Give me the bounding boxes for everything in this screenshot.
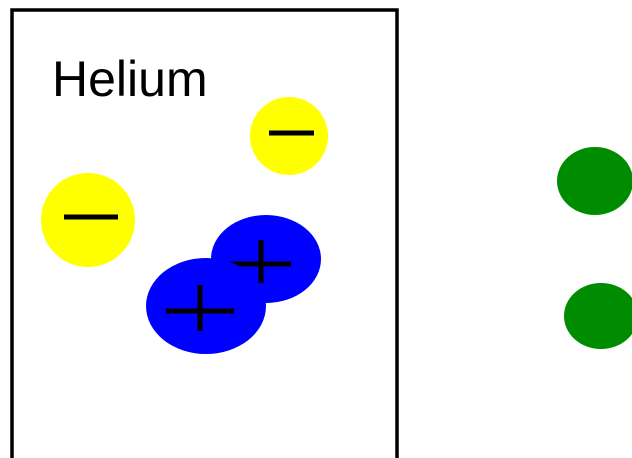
green-particle-lower xyxy=(564,283,632,349)
electron-top xyxy=(250,97,328,175)
proton-lower xyxy=(146,258,266,354)
outside-particles xyxy=(557,147,632,349)
proton-body xyxy=(146,258,266,354)
electron-body xyxy=(250,97,328,175)
electron-left xyxy=(41,173,135,267)
green-particle-upper xyxy=(557,147,632,215)
electron-body xyxy=(41,173,135,267)
atom-box: Helium xyxy=(10,8,399,458)
atom-title: Helium xyxy=(52,51,208,107)
